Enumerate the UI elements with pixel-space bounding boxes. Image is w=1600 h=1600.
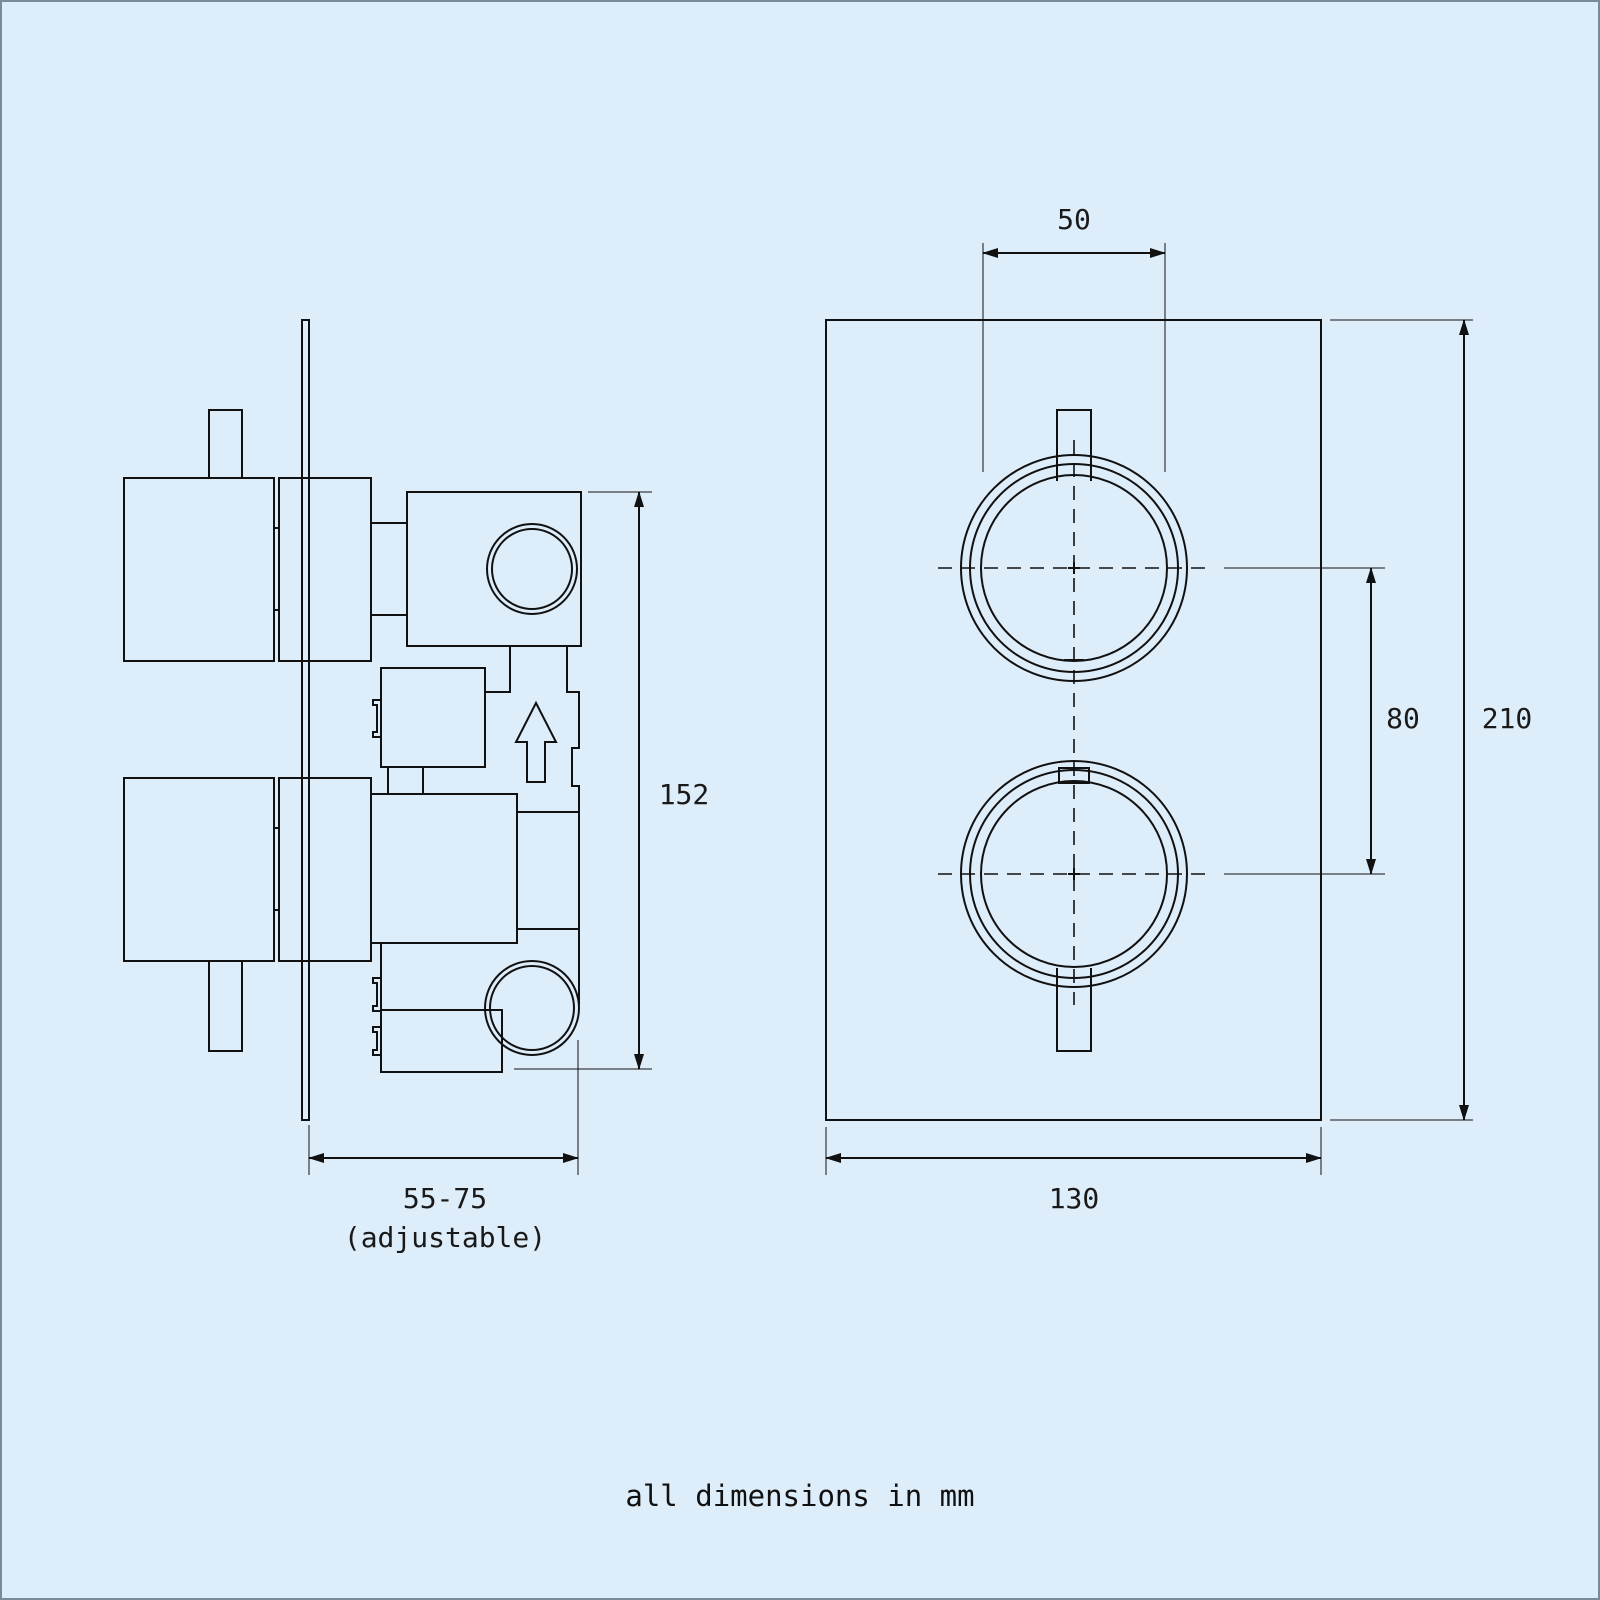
- front-cover-plate: [825, 319, 1322, 1121]
- middle-connector-thread: [372, 699, 381, 738]
- body-left-edge: [485, 646, 511, 693]
- top-outlet-port-inner: [491, 528, 573, 610]
- top-spindle: [370, 522, 408, 616]
- depth-note-label: (adjustable): [344, 1221, 546, 1254]
- cartridge-side-plate: [516, 811, 580, 930]
- body-right-edge: [566, 646, 580, 1005]
- cartridge-block: [370, 793, 518, 944]
- top-outlet-block: [406, 491, 582, 647]
- valve-body-side: [370, 491, 582, 1073]
- side-view-dimensions: [308, 491, 652, 1175]
- units-footnote: all dimensions in mm: [625, 1479, 974, 1513]
- bottom-knob-lever: [1056, 968, 1092, 1052]
- plate-height-label: 210: [1482, 702, 1533, 735]
- flow-direction-arrow: [514, 700, 558, 783]
- knob-spacing-h-label: 50: [1057, 203, 1091, 236]
- top-knob-lever: [1056, 409, 1092, 481]
- plate-width-label: 130: [1049, 1182, 1100, 1215]
- knob-spacing-v-label: 80: [1386, 702, 1420, 735]
- middle-connector-block: [380, 667, 486, 768]
- bottom-handle-side: [123, 777, 372, 1052]
- center-lines: [938, 440, 1212, 1005]
- valve-height-label: 152: [659, 778, 710, 811]
- bottom-knob-face: [980, 780, 1168, 968]
- knob-center-marks: [1068, 562, 1080, 880]
- depth-value-label: 55-75: [403, 1182, 487, 1215]
- bottom-connector-thread-upper: [372, 977, 381, 1012]
- top-handle-body: [123, 477, 275, 662]
- side-view: [123, 319, 582, 1121]
- top-outlet-port: [486, 523, 578, 615]
- front-view-dimensions: [825, 243, 1473, 1175]
- bottom-outlet-port-inner: [489, 965, 575, 1051]
- bottom-connector-outline: [380, 943, 502, 1073]
- top-handle-side: [123, 409, 372, 662]
- bottom-handle-collar: [278, 777, 372, 962]
- bottom-handle-body: [123, 777, 275, 962]
- middle-spacer: [387, 766, 424, 795]
- top-lever-stub: [208, 409, 243, 479]
- top-handle-collar: [278, 477, 372, 662]
- bottom-connector-block: [380, 1009, 503, 1073]
- bottom-outlet-port: [484, 960, 580, 1056]
- bottom-connector-thread-lower: [372, 1026, 381, 1056]
- side-cover-plate: [301, 319, 310, 1121]
- bottom-lever-stub: [208, 960, 243, 1052]
